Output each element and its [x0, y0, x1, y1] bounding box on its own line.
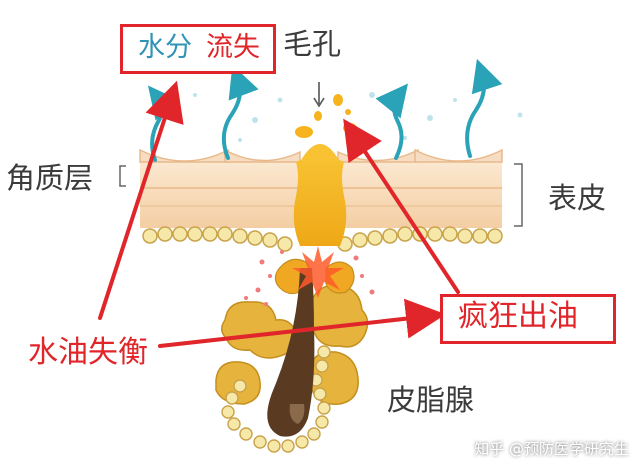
- watermark: 知乎 @预防医学研究生: [474, 440, 629, 458]
- callout-arrows: [98, 80, 460, 348]
- crazy-oil-label: 疯狂出油: [458, 299, 578, 334]
- loss-label: 流失: [206, 32, 260, 63]
- stratum-bracket: [119, 165, 126, 187]
- water-droplets: [157, 92, 523, 142]
- epidermis-label: 表皮: [548, 181, 607, 215]
- stratum-corneum-label: 角质层: [6, 161, 94, 195]
- water-loss-box: [120, 24, 276, 74]
- oil-overflow: [300, 144, 340, 162]
- sebaceous-gland-label: 皮脂腺: [387, 383, 475, 417]
- hair-follicle: [267, 268, 315, 437]
- hair-bulb-core: [289, 404, 305, 424]
- crazy-oil-box: [440, 294, 616, 344]
- pore-label: 毛孔: [283, 27, 342, 61]
- oil-splash: [295, 94, 357, 138]
- epidermis-bracket: [514, 163, 523, 227]
- gland-outer-cells: [221, 345, 331, 453]
- water-oil-imbalance-label: 水油失衡: [28, 335, 148, 370]
- inflammation-dots: [244, 250, 375, 306]
- pore-pointer-head: [313, 97, 325, 108]
- oil-burst: [292, 246, 344, 298]
- oil-filled-pore: [293, 156, 347, 246]
- water-label: 水分: [138, 32, 192, 63]
